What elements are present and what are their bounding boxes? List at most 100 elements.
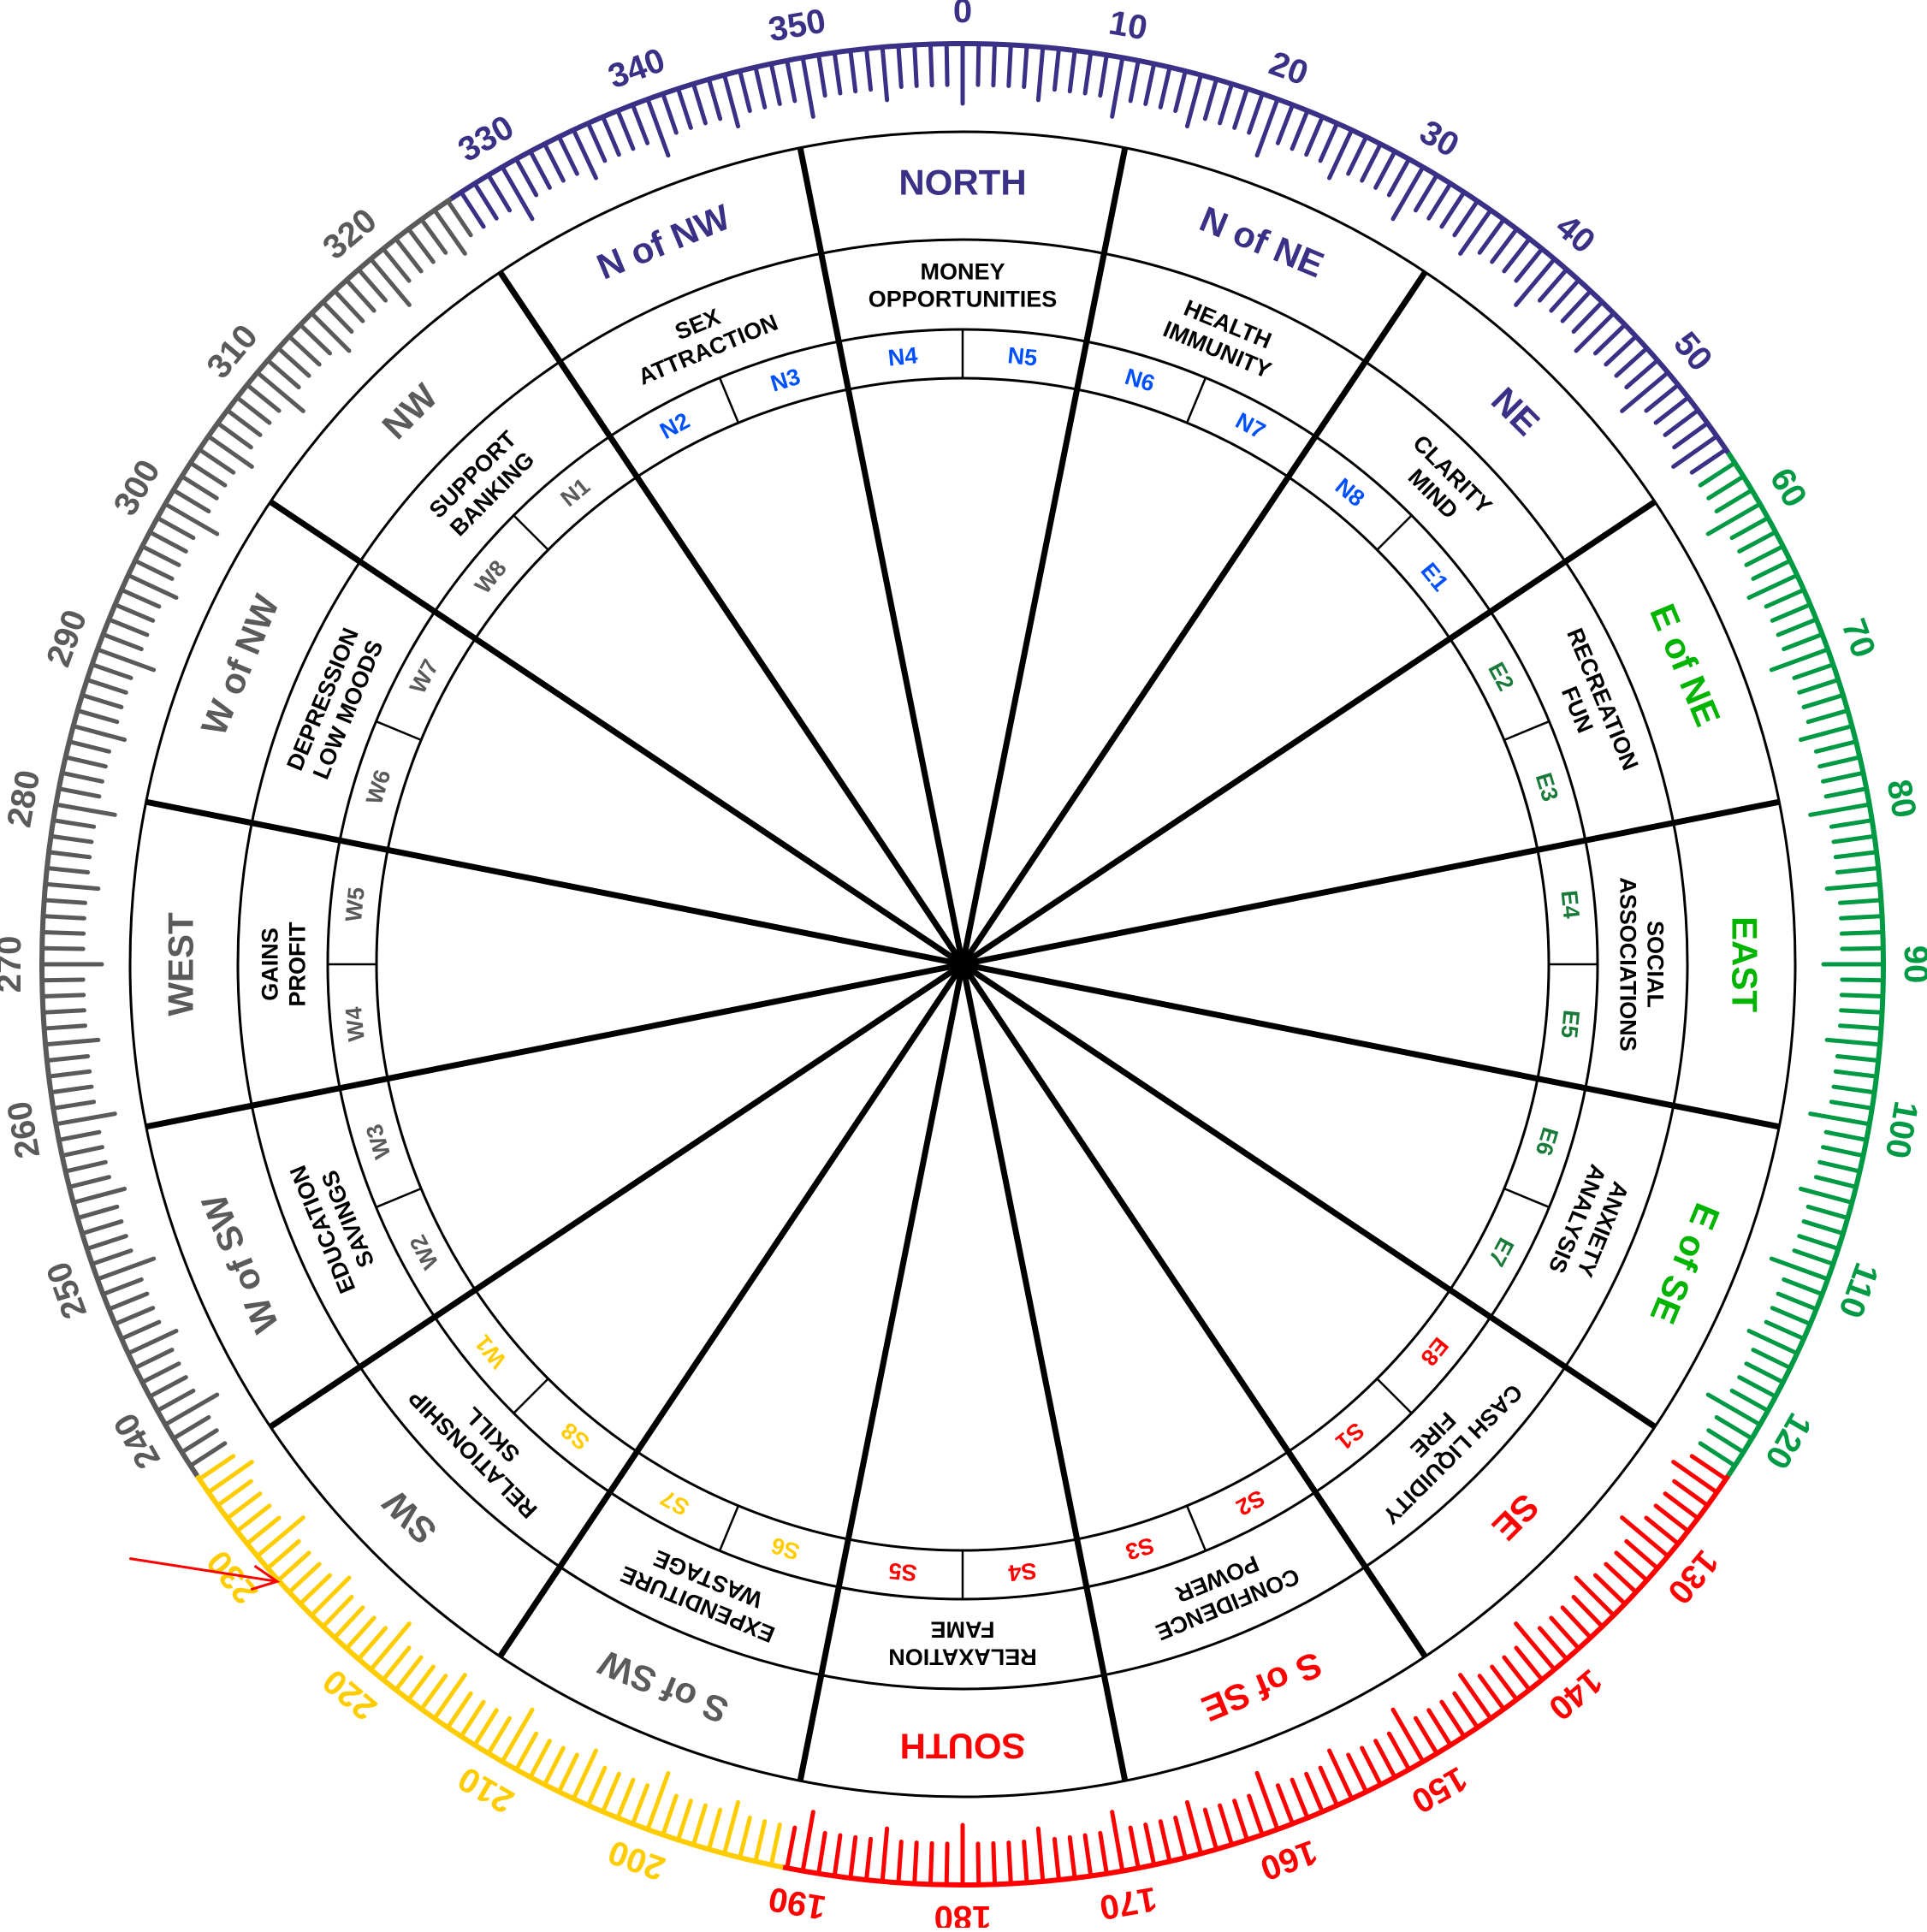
scale-tick: [445, 199, 473, 238]
pada-divider: [608, 436, 638, 478]
scale-tick: [67, 1175, 112, 1189]
scale-tick: [912, 42, 919, 88]
pada-label-S6: S6: [768, 1532, 803, 1565]
scale-tick: [1537, 1626, 1569, 1662]
scale-tick: [1839, 993, 1885, 999]
scale-tick: [113, 1306, 156, 1326]
zone-boundary-line: [960, 963, 1428, 1658]
scale-tick: [896, 44, 904, 90]
scale-tick: [1022, 44, 1029, 90]
scale-tick: [543, 1745, 566, 1787]
attribute-line: GAINS: [258, 927, 283, 1001]
scale-tick: [816, 1830, 827, 1876]
scale-tick: [1373, 1739, 1397, 1780]
scale-label: 0: [953, 0, 972, 30]
pada-label-W8: W8: [470, 555, 512, 598]
scale-tick: [1318, 121, 1340, 163]
scale-tick: [85, 1234, 128, 1252]
scale-tick: [234, 1503, 272, 1533]
scale-tick: [800, 1810, 815, 1874]
scale-tick: [180, 474, 219, 501]
scale-tick: [1835, 1053, 1881, 1063]
zone-boundary-line: [797, 147, 966, 965]
scale-tick: [48, 833, 94, 845]
scale-tick: [1218, 1803, 1235, 1847]
scale-tick: [1653, 395, 1691, 425]
scale-tick: [585, 121, 608, 163]
scale-tick: [1792, 1248, 1835, 1266]
scale-tick: [1840, 945, 1886, 951]
scale-label: 60: [1763, 462, 1814, 514]
scale-tick: [225, 1491, 263, 1521]
scale-tick: [556, 1752, 579, 1794]
scale-tick: [39, 945, 86, 951]
pada-label-S5: S5: [887, 1558, 918, 1586]
scale-tick: [60, 770, 104, 784]
scale-tick: [225, 407, 263, 437]
attribute-line: MONEY: [920, 259, 1005, 285]
scale-tick: [1184, 1799, 1203, 1856]
scale-tick: [1805, 1204, 1850, 1221]
scale-tick: [71, 1186, 127, 1205]
scale-tick: [432, 208, 467, 256]
scale-tick: [571, 127, 598, 181]
pada-divider: [513, 1378, 549, 1414]
pada-label-S1: S1: [1331, 1417, 1369, 1455]
scale-tick: [75, 1204, 120, 1221]
scale-tick: [500, 1707, 535, 1764]
pada-label-N1: N1: [556, 473, 596, 512]
scale-tick: [1247, 92, 1265, 135]
scale-tick: [848, 48, 858, 94]
scale-tick: [287, 1562, 322, 1595]
scale-label: 30: [1414, 113, 1466, 164]
scale-tick: [1035, 1826, 1046, 1884]
pada-label-N8: N8: [1331, 473, 1370, 512]
scale-tick: [1839, 929, 1885, 936]
scale-tick: [1624, 1538, 1660, 1571]
pada-label-W3: W3: [361, 1121, 395, 1161]
scale-label: 100: [1878, 1099, 1925, 1161]
scale-tick: [126, 1329, 179, 1356]
scale-tick: [1840, 977, 1886, 983]
zone-boundary-line: [797, 963, 966, 1781]
scale-tick: [445, 1691, 473, 1730]
scale-tick: [645, 1770, 671, 1832]
scale-tick: [71, 724, 127, 743]
pada-divider: [1076, 1538, 1088, 1587]
scale-tick: [106, 617, 150, 637]
scale-tick: [1821, 1145, 1865, 1159]
scale-tick: [90, 1248, 133, 1266]
scale-tick: [56, 1129, 102, 1142]
scale-tick: [188, 460, 228, 488]
zone-boundary-line: [269, 499, 964, 967]
scale-tick: [800, 55, 815, 119]
scale-tick: [1514, 257, 1557, 307]
scale-tick: [1776, 617, 1819, 637]
scale-tick: [139, 544, 181, 567]
scale-tick: [1614, 1550, 1650, 1583]
scale-tick: [753, 1819, 768, 1864]
scale-tick: [95, 1256, 157, 1282]
pada-divider: [513, 514, 549, 551]
scale-tick: [1831, 1084, 1877, 1095]
zone-boundary-line: [961, 499, 1657, 967]
scale-tick: [1824, 1037, 1883, 1047]
pada-label-N6: N6: [1122, 364, 1158, 397]
pada-divider: [1537, 839, 1586, 851]
scale-tick: [432, 1673, 467, 1721]
scale-tick: [486, 1716, 513, 1756]
pada-label-N5: N5: [1006, 342, 1038, 370]
scale-tick: [1232, 86, 1250, 130]
zone-attribute-5: ANXIETYANALYSIS: [1544, 1161, 1637, 1288]
scale-tick: [1592, 1573, 1628, 1606]
pada-divider: [434, 610, 477, 640]
scale-tick: [991, 42, 998, 88]
scale-tick: [1571, 1594, 1604, 1629]
scale-tick: [1143, 62, 1157, 106]
scale-tick: [1770, 602, 1812, 623]
zone-name-6: SE: [1485, 1486, 1547, 1549]
scale-tick: [785, 1825, 797, 1870]
scale-tick: [585, 1765, 608, 1808]
scale-tick: [1173, 1815, 1188, 1860]
scale-tick: [1452, 199, 1480, 238]
